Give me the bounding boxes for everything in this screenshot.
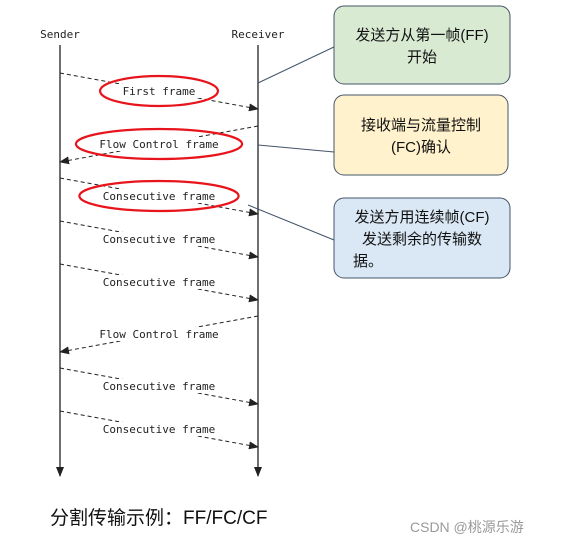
callout-line: 接收端与流量控制 — [361, 117, 481, 134]
frame-label: Consecutive frame — [103, 233, 216, 246]
watermark: CSDN @桃源乐游 — [410, 519, 524, 535]
callout-connector-ff — [257, 45, 337, 84]
callout-line: 发送方用连续帧(CF) — [355, 209, 490, 226]
frame-label-background — [97, 275, 221, 289]
callout-connector-fc — [257, 144, 335, 153]
highlight-ellipse — [78, 179, 240, 213]
frame-label-background — [118, 84, 200, 98]
frame-label: Consecutive frame — [103, 423, 216, 436]
callout-first-frame: 发送方从第一帧(FF) 开始 — [333, 5, 511, 85]
frame-label-background — [97, 232, 221, 246]
callout-connector-cf — [247, 204, 335, 241]
figure-caption: 分割传输示例：FF/FC/CF — [50, 508, 268, 529]
callout-line: 开始 — [407, 49, 437, 66]
callout-line: 发送剩余的传输数 — [362, 230, 482, 248]
frame-label: Flow Control frame — [99, 138, 218, 151]
callout-box — [333, 197, 511, 279]
callout-box — [333, 94, 509, 176]
frame-label: Flow Control frame — [99, 328, 218, 341]
frame-label-background — [97, 379, 221, 393]
sender-label: Sender — [40, 28, 80, 41]
frame-label-background — [97, 422, 221, 436]
highlight-ellipse — [74, 127, 244, 161]
callout-line: 发送方从第一帧(FF) — [355, 26, 488, 44]
callout-box — [333, 5, 511, 85]
frame-label-background — [97, 189, 221, 203]
frame-label-background — [93, 327, 225, 341]
highlight-ellipse — [98, 74, 220, 108]
callout-line: (FC)确认 — [391, 139, 451, 156]
frame-label: First frame — [123, 85, 196, 98]
callout-line: 据。 — [353, 253, 383, 270]
callout-consecutive: 发送方用连续帧(CF) 发送剩余的传输数 据。 — [333, 197, 511, 279]
frame-label-background — [93, 137, 225, 151]
receiver-label: Receiver — [232, 28, 285, 41]
callout-flow-control: 接收端与流量控制 (FC)确认 — [333, 94, 509, 176]
frame-label: Consecutive frame — [103, 190, 216, 203]
frame-label: Consecutive frame — [103, 276, 216, 289]
frame-label: Consecutive frame — [103, 380, 216, 393]
